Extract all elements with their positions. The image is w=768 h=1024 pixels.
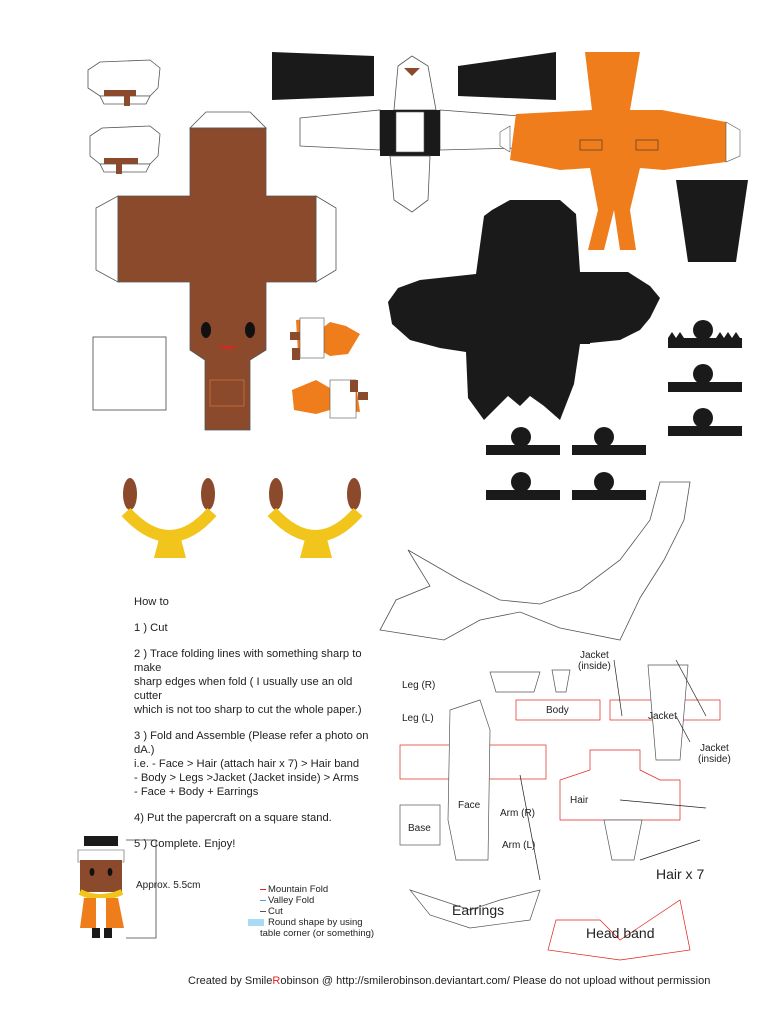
legend-mountain: Mountain Fold — [268, 884, 329, 895]
label-hair: Hair — [570, 795, 589, 806]
finished-figure — [77, 836, 157, 939]
orange-jacket-piece — [499, 52, 741, 250]
earring-pieces — [121, 478, 363, 558]
label-head-band: Head band — [586, 925, 655, 941]
label-earrings: Earrings — [452, 902, 505, 918]
legend-round-2: table corner (or something) — [260, 928, 375, 939]
assembly-arrows — [519, 659, 707, 881]
footer-prefix: Created by Smile — [188, 975, 273, 987]
arm-pieces — [290, 317, 368, 419]
instruction-step-1: 1 ) Cut — [134, 622, 168, 634]
footer-credit: Created by SmileRobinson @ http://smiler… — [188, 975, 710, 987]
instruction-step-5: 5 ) Complete. Enjoy! — [134, 838, 236, 850]
label-jacket: Jacket — [648, 711, 677, 722]
hair-back-piece — [676, 180, 748, 262]
label-body: Body — [546, 705, 569, 716]
jacket-top-pieces — [272, 52, 556, 213]
round-shape-swatch — [248, 919, 264, 926]
label-hair-x7: Hair x 7 — [656, 866, 705, 882]
label-base: Base — [408, 823, 431, 834]
label-leg-l: Leg (L) — [402, 713, 434, 724]
size-note: Approx. 5.5cm — [136, 880, 201, 891]
label-face: Face — [458, 800, 481, 811]
legend-valley: Valley Fold — [268, 895, 315, 906]
footer-highlight: R — [272, 975, 281, 987]
instruction-step-2: 2 ) Trace folding lines with something s… — [134, 648, 362, 716]
label-jacket-inside-right: Jacket (inside) — [698, 743, 731, 765]
how-to-instructions: How to 1 ) Cut 2 ) Trace folding lines w… — [134, 595, 374, 863]
label-arm-r: Arm (R) — [500, 808, 535, 819]
square-base-piece — [92, 336, 167, 411]
label-leg-r: Leg (R) — [402, 680, 436, 691]
valley-fold-swatch — [260, 900, 266, 901]
face-cross-piece — [95, 111, 337, 431]
label-arm-l: Arm (L) — [502, 840, 536, 851]
turban-piece-bottom — [89, 125, 161, 174]
instruction-step-4: 4) Put the papercraft on a square stand. — [134, 812, 332, 824]
legend-cut: Cut — [268, 906, 283, 917]
hair-small-pieces — [486, 320, 742, 500]
mountain-fold-swatch — [260, 889, 266, 890]
headband-outline-piece — [379, 481, 691, 641]
fold-legend: Mountain Fold Valley Fold Cut Round shap… — [248, 884, 375, 939]
legend-round-1: Round shape by using — [268, 917, 363, 928]
turban-piece-top — [87, 59, 161, 106]
label-jacket-inside-top: Jacket (inside) — [578, 650, 611, 672]
hair-main-piece — [388, 200, 660, 420]
instructions-heading: How to — [134, 596, 169, 608]
footer-suffix: obinson @ http://smilerobinson.deviantar… — [280, 975, 711, 987]
cut-swatch — [260, 911, 266, 912]
instruction-step-3: 3 ) Fold and Assemble (Please refer a ph… — [134, 730, 369, 798]
